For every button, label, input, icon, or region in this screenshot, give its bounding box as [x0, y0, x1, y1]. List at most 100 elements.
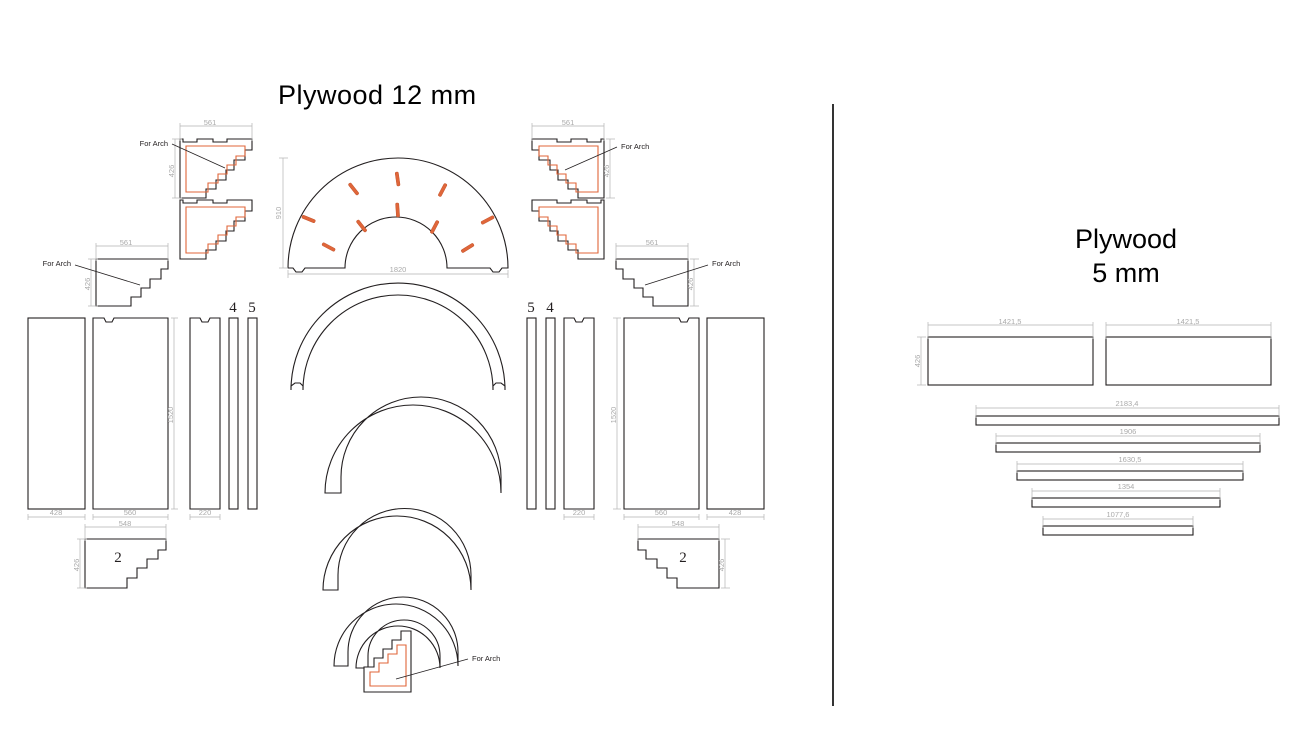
- dim-corner-width-label: 561: [204, 118, 217, 127]
- for-arch-label-4: For Arch: [712, 259, 740, 268]
- dim-corner-right-mid-height: 426: [686, 258, 699, 307]
- dim-fan-width: 1820: [287, 265, 509, 278]
- leader-for-arch-top-right: For Arch: [564, 142, 649, 171]
- dim-right-mid-width-label: 561: [646, 238, 659, 247]
- sheet5-strip-3: [1016, 470, 1244, 481]
- dim-sheet5-strip-2: 1906: [995, 427, 1261, 445]
- dim-panel-220-right: 220: [563, 508, 595, 520]
- dim-strip-2-label: 1906: [1120, 427, 1137, 436]
- narrow-strip-label-4-right: 4: [546, 300, 554, 316]
- leader-for-arch-bottom-center: For Arch: [395, 654, 500, 680]
- dim-left-mid-height-label: 426: [83, 278, 92, 291]
- dim-base-width-right-label: 548: [672, 519, 685, 528]
- side-panel-left-428: [27, 317, 86, 510]
- dim-base-height-label: 426: [72, 559, 81, 572]
- dim-corner-left-mid-height: 426: [83, 258, 98, 307]
- dim-panel-560-right: 560: [623, 508, 700, 520]
- side-panel-right-428: [706, 317, 765, 510]
- side-panel-right-220: [563, 317, 595, 510]
- dim-corner-top-right-width-label: 561: [562, 118, 575, 127]
- dim-corner-height-label: 426: [167, 165, 176, 178]
- dim-strip-3-label: 1630,5: [1119, 455, 1142, 464]
- plywood-5mm-group: 1421,5 426 1421,5: [913, 317, 1280, 536]
- dim-fan-width-label: 1820: [390, 265, 407, 274]
- dim-panel-height-label: 1520: [166, 407, 175, 424]
- plywood-12mm-title: Plywood 12 mm: [278, 80, 477, 110]
- narrow-strip-label-5-right: 5: [527, 300, 535, 316]
- dim-corner-right-mid-width: 561: [615, 238, 689, 261]
- dim-sheet5-strip-4: 1354: [1031, 482, 1221, 500]
- narrow-strip-left-4: [228, 317, 239, 510]
- corner-bracket-top-right-2: [531, 199, 605, 260]
- plywood-5mm-title-line1: Plywood: [1074, 224, 1178, 254]
- dim-corner-top-right-height-label: 426: [602, 165, 611, 178]
- dim-base-height-right-label: 426: [717, 559, 726, 572]
- dim-panel-560-right-label: 560: [655, 508, 668, 517]
- plywood-12mm-group: 561 426 For Arch: [27, 118, 765, 693]
- arch-rib-2: [324, 396, 502, 494]
- arch-rib-4: [333, 596, 459, 667]
- dim-panel-220-right-label: 220: [573, 508, 586, 517]
- corner-bracket-left-bottom: [84, 538, 167, 589]
- dim-left-bottom-height: 426: [72, 538, 87, 589]
- dim-panel-560: 560: [92, 508, 169, 520]
- sheet5-strip-2: [995, 442, 1261, 453]
- narrow-strip-label-5-left: 5: [248, 300, 256, 316]
- leader-for-arch-left-mid: For Arch: [43, 259, 141, 286]
- dim-right-bottom-width: 548: [637, 519, 720, 541]
- for-arch-label-2: For Arch: [43, 259, 71, 268]
- dim-corner-top-right-1-width: 561: [531, 118, 605, 141]
- corner-bracket-top-left-1: [179, 138, 253, 199]
- dim-panel-428-right: 428: [706, 508, 765, 520]
- dim-fan-height-label: 910: [274, 207, 283, 220]
- narrow-strip-right-5: [526, 317, 537, 510]
- corner-bracket-bottom-center: [363, 630, 412, 693]
- dim-sheet5-rect-height-label: 426: [913, 355, 922, 368]
- dim-fan-height: 910: [274, 157, 288, 269]
- corner-bracket-right-bottom: [637, 538, 720, 589]
- sheet5-rect-2: [1105, 336, 1272, 386]
- dim-corner-left-mid-width: 561: [95, 238, 169, 261]
- dim-sheet5-rect-2-width: 1421,5: [1105, 317, 1272, 339]
- qty-label-left-bottom: 2: [114, 550, 122, 566]
- dim-panel-560-label: 560: [124, 508, 137, 517]
- dim-right-mid-height-label: 426: [686, 278, 695, 291]
- dim-panel-428: 428: [27, 508, 86, 520]
- narrow-strip-label-4-left: 4: [229, 300, 237, 316]
- dim-strip-1-label: 2183,4: [1116, 399, 1139, 408]
- for-arch-label-1: For Arch: [140, 139, 168, 148]
- dim-sheet5-strip-1: 2183,4: [975, 399, 1280, 418]
- dim-panel-220-label: 220: [199, 508, 212, 517]
- dim-strip-5-label: 1077,6: [1107, 510, 1130, 519]
- dim-panel-220: 220: [189, 508, 221, 520]
- dim-corner-top-left-1-height: 426: [167, 138, 182, 199]
- for-arch-label-5: For Arch: [472, 654, 500, 663]
- dim-corner-top-right-1-height: 426: [602, 138, 615, 199]
- arch-rib-3: [322, 508, 472, 591]
- dim-panel-height-left: 1520: [166, 317, 178, 510]
- side-panel-left-560: [92, 317, 169, 510]
- sheet5-strip-4: [1031, 497, 1221, 508]
- plywood-5mm-title-line2: 5 mm: [1092, 258, 1160, 288]
- sheet5-strip-5: [1042, 525, 1194, 536]
- dim-left-mid-width-label: 561: [120, 238, 133, 247]
- dim-sheet5-rect-2-width-label: 1421,5: [1177, 317, 1200, 326]
- narrow-strip-right-4: [545, 317, 556, 510]
- side-panel-right-560: [623, 317, 700, 510]
- qty-label-right-bottom: 2: [679, 550, 687, 566]
- dim-sheet5-rect-1-width: 1421,5: [927, 317, 1094, 339]
- dim-corner-top-left-1-width: 561: [179, 118, 253, 141]
- dim-panel-height-right: 1520: [609, 317, 621, 510]
- narrow-strip-left-5: [247, 317, 258, 510]
- side-panel-left-220: [189, 317, 221, 510]
- dim-panel-height-right-label: 1520: [609, 407, 618, 424]
- leader-for-arch-top-left: For Arch: [140, 139, 226, 169]
- for-arch-label-3: For Arch: [621, 142, 649, 151]
- dim-left-bottom-width: 548: [84, 519, 167, 541]
- dim-sheet5-rect-1-width-label: 1421,5: [999, 317, 1022, 326]
- sheet5-rect-1: [927, 336, 1094, 386]
- dim-base-width-label: 548: [119, 519, 132, 528]
- sheet5-strip-1: [975, 415, 1280, 426]
